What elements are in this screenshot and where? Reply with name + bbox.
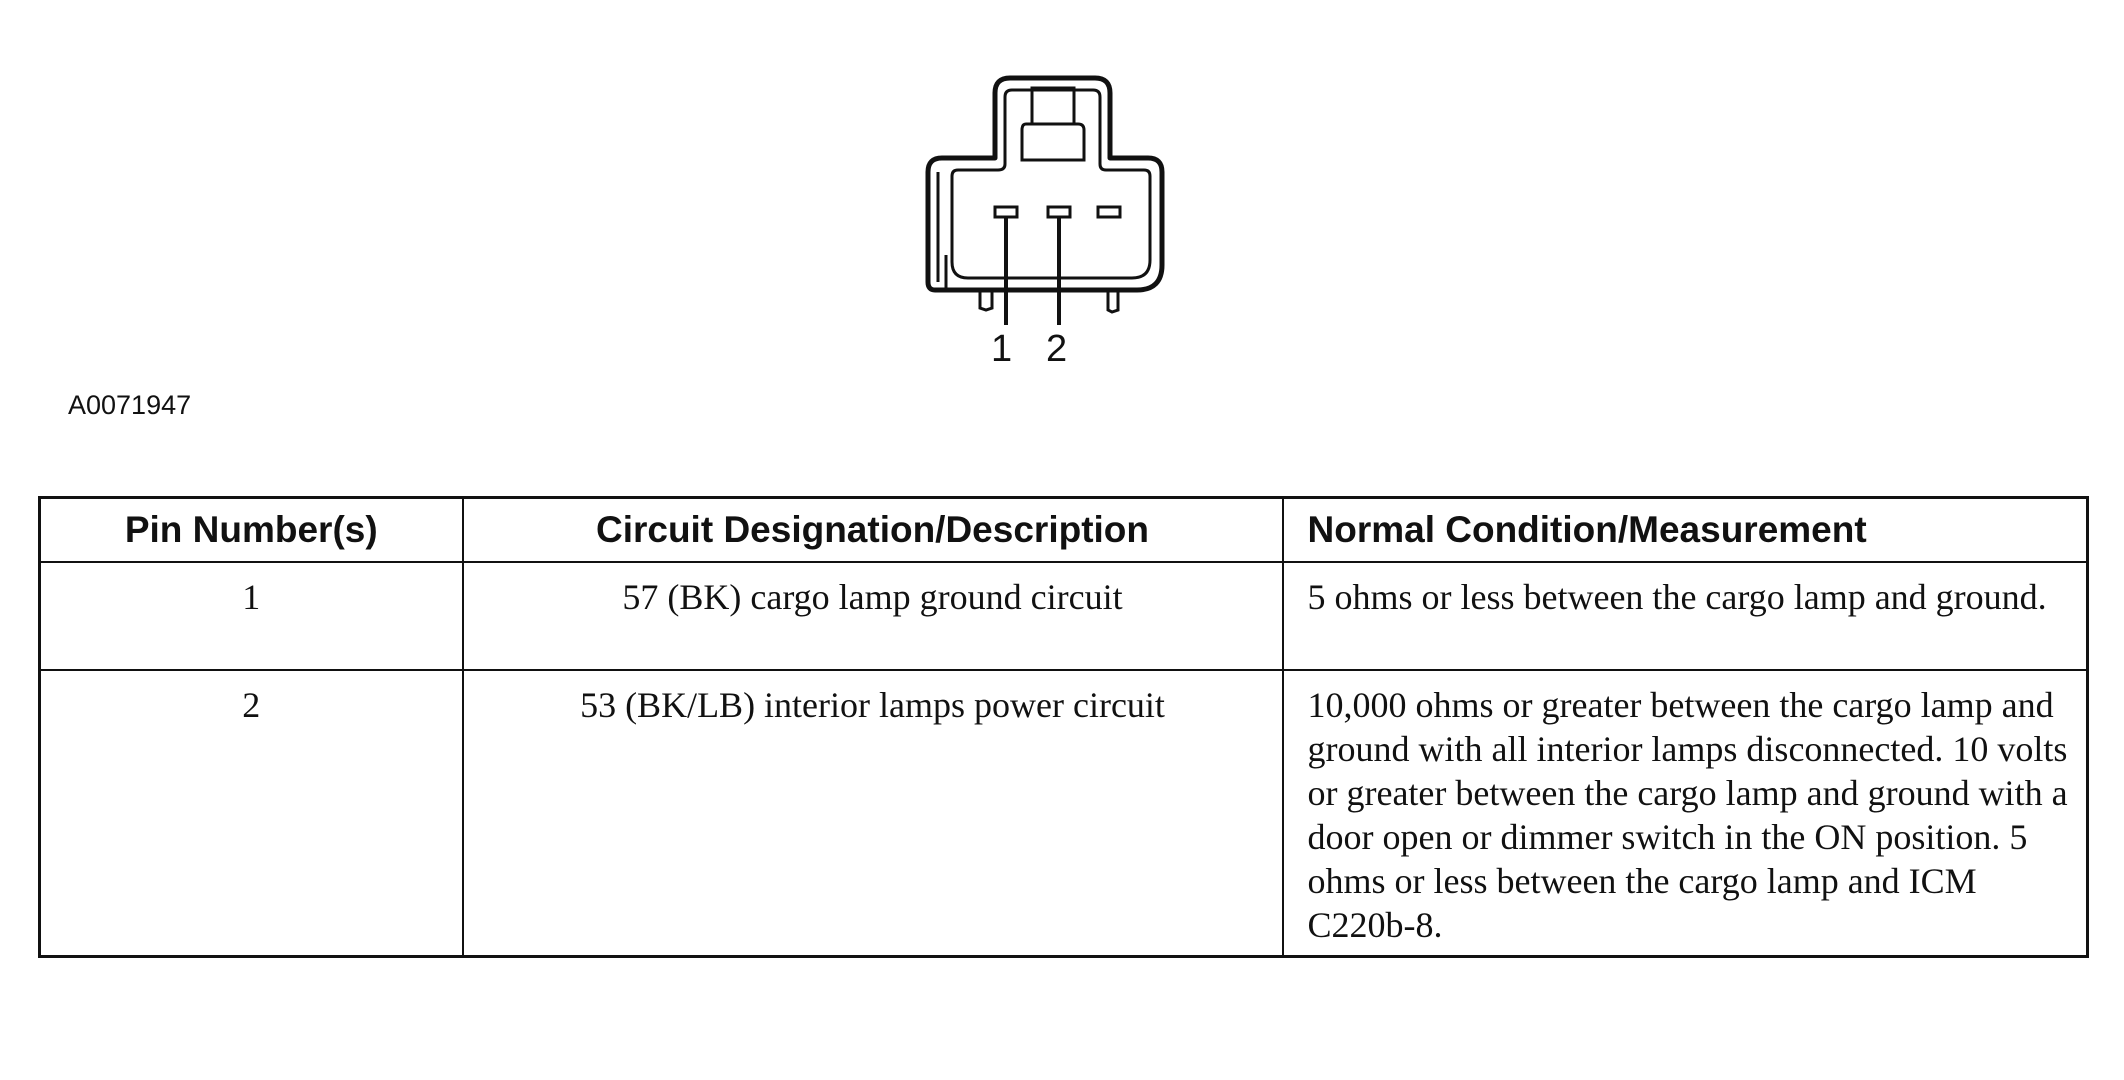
connector-housing-inner	[950, 88, 1152, 280]
header-normal-condition: Normal Condition/Measurement	[1281, 496, 2089, 563]
connector-diagram	[925, 75, 1165, 325]
pin-label-1: 1	[991, 328, 1013, 370]
table-row: 2 53 (BK/LB) interior lamps power circui…	[38, 669, 2089, 958]
circuit-description-cell: 53 (BK/LB) interior lamps power circuit	[461, 669, 1284, 958]
circuit-description-cell: 57 (BK) cargo lamp ground circuit	[461, 561, 1284, 671]
normal-condition-cell: 10,000 ohms or greater between the cargo…	[1281, 669, 2089, 958]
locking-latch	[1020, 122, 1086, 162]
side-rib	[936, 172, 948, 290]
bottom-peg-right	[1106, 290, 1120, 314]
table-header-row: Pin Number(s) Circuit Designation/Descri…	[38, 496, 2089, 563]
connector-housing-outer	[925, 75, 1165, 293]
pinout-table: Pin Number(s) Circuit Designation/Descri…	[38, 496, 2089, 958]
pin-label-2: 2	[1046, 328, 1068, 370]
terminal-cavity-2	[1046, 205, 1072, 219]
terminal-cavity-3	[1096, 205, 1122, 219]
pin-number-cell: 2	[38, 669, 464, 958]
table-row: 1 57 (BK) cargo lamp ground circuit 5 oh…	[38, 561, 2089, 671]
header-pin-number: Pin Number(s)	[38, 496, 464, 563]
terminal-cavity-1	[993, 205, 1019, 219]
figure-id: A0071947	[68, 390, 192, 420]
bottom-peg-left	[978, 290, 994, 312]
pin-number-cell: 1	[38, 561, 464, 671]
locking-tab	[1030, 86, 1076, 126]
header-circuit-description: Circuit Designation/Description	[461, 496, 1284, 563]
normal-condition-cell: 5 ohms or less between the cargo lamp an…	[1281, 561, 2089, 671]
